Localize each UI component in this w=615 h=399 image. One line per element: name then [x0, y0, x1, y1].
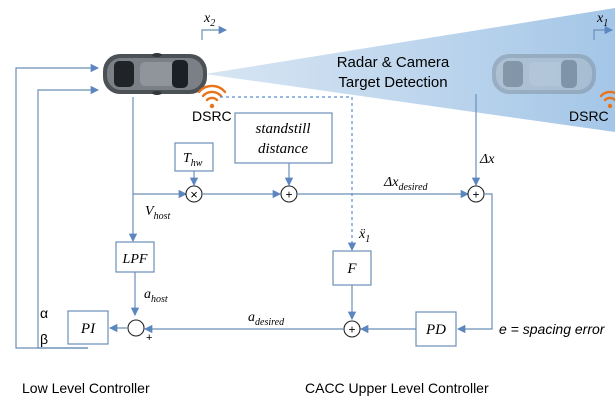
delta-x-desired-label: Δxdesired [383, 175, 429, 193]
spacing-error-line [456, 193, 493, 334]
standstill-label: standstill [255, 121, 310, 137]
vhost-label: Vhost [145, 204, 170, 222]
acceleration-sum-node [127, 319, 145, 337]
alpha-label: α [40, 305, 48, 321]
pd-block [415, 311, 457, 347]
x1-axis-arrow [593, 25, 614, 40]
dsrc-acceleration-link [220, 96, 357, 252]
radar-beam [205, 8, 615, 132]
distance-label: distance [258, 141, 308, 157]
x1-label: x1 [596, 11, 608, 29]
adesired-label: adesired [248, 310, 285, 328]
alpha-feedback-line [15, 63, 100, 349]
host-vehicle-icon [103, 53, 207, 95]
x2-axis-arrow [201, 25, 228, 40]
low-level-controller-caption: Low Level Controller [22, 380, 150, 396]
x2-label: x2 [203, 11, 215, 29]
x1-ddot-label: ẍ1 [358, 227, 370, 245]
spacing-error-label: e = spacing error [499, 321, 606, 337]
host-dsrc-label: DSRC [192, 108, 232, 124]
pd-label: PD [425, 322, 446, 338]
beta-label: β [40, 331, 48, 347]
pi-block [67, 310, 109, 345]
spacing-sum-symbol: + [285, 188, 292, 202]
multiply-symbol: × [190, 187, 198, 202]
pi-label: PI [80, 321, 96, 337]
thw-label: Thw [183, 151, 203, 169]
standstill-distance-block [234, 112, 333, 164]
upper-level-controller-caption: CACC Upper Level Controller [305, 380, 489, 396]
beta-feedback-line [37, 85, 100, 349]
error-sum-symbol: + [472, 188, 479, 202]
ahost-label: ahost [144, 287, 168, 305]
target-vehicle-icon [492, 54, 596, 94]
host-dsrc-wireless-icon [197, 84, 227, 109]
target-dsrc-label: DSRC [569, 108, 609, 124]
acceleration-sum-sign: + [146, 332, 152, 344]
thw-block [174, 142, 214, 172]
lpf-label: LPF [122, 252, 148, 267]
delta-x-label: Δx [479, 152, 495, 167]
radar-camera-label: Radar & Camera [337, 54, 450, 71]
desired-accel-sum-symbol: + [348, 323, 355, 337]
target-detection-label: Target Detection [338, 74, 447, 91]
f-label: F [346, 261, 357, 277]
